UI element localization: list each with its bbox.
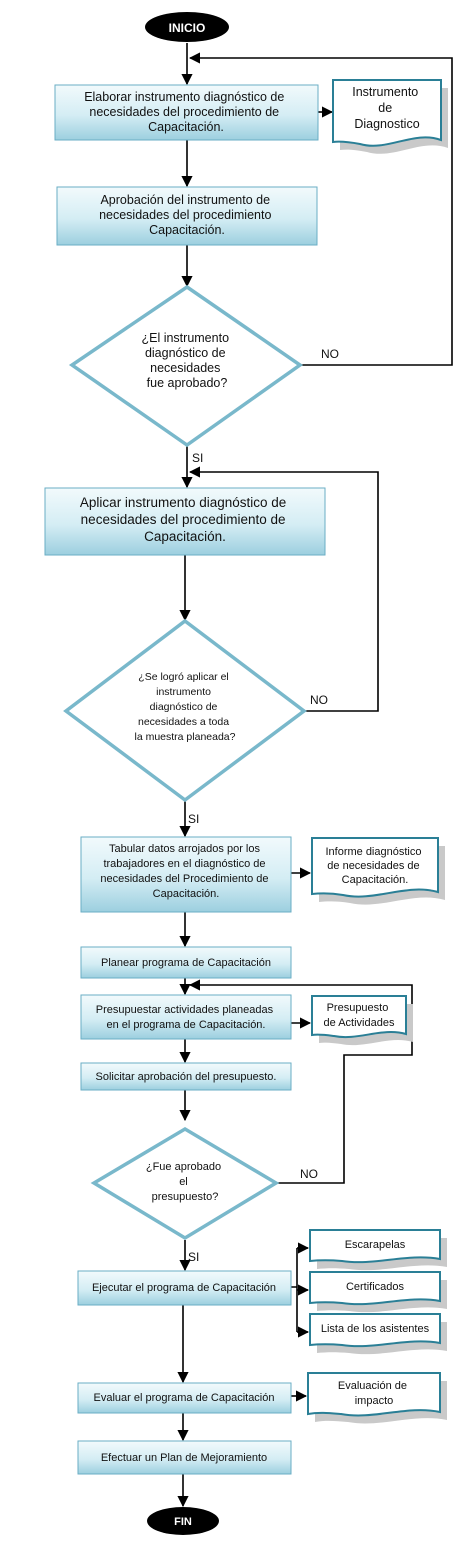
bracket-p8-outputs — [291, 1248, 298, 1332]
process-box: Aplicar instrumento diagnóstico de neces… — [44, 487, 326, 556]
arrow-d2-no-loop — [188, 466, 379, 712]
document-shape: Instrumento de Diagnostico — [332, 79, 448, 154]
process-text: Solicitar aprobación del presupuesto. — [95, 1071, 276, 1083]
end-label: FIN — [174, 1516, 192, 1528]
process-box: Elaborar instrumento diagnóstico de nece… — [54, 84, 319, 141]
start-terminal: INICIO — [145, 12, 229, 42]
process-box: Ejecutar el programa de Capacitación — [77, 1270, 292, 1306]
document-shape: Lista de los asistentes — [309, 1313, 447, 1355]
branch-label-no: NO — [321, 347, 339, 361]
connectors — [177, 43, 453, 1508]
document-shape: Escarapelas — [309, 1229, 447, 1271]
decision-text: ¿Se logró aplicar el instrumento diagnós… — [135, 671, 236, 743]
document-shape: Evaluación de impacto — [307, 1372, 447, 1424]
process-text: Tabular datos arrojados por los trabajad… — [100, 843, 271, 900]
document-text: Certificados — [346, 1281, 405, 1293]
document-text: Informe diagnóstico de necesidades de Ca… — [325, 846, 424, 886]
process-box: Aprobación del instrumento de necesidade… — [56, 186, 318, 246]
document-shape: Informe diagnóstico de necesidades de Ca… — [311, 837, 445, 905]
branch-label-yes: SI — [188, 812, 199, 826]
process-box: Planear programa de Capacitación — [80, 946, 292, 979]
process-text: Planear programa de Capacitación — [101, 957, 271, 969]
process-box: Presupuestar actividades planeadas en el… — [80, 994, 292, 1040]
branch-labels: NO SI NO SI NO SI — [188, 347, 339, 1264]
document-text: Evaluación de impacto — [338, 1380, 410, 1407]
arrow-d1-no-loop — [188, 52, 453, 366]
process-text: Aplicar instrumento diagnóstico de neces… — [80, 495, 290, 544]
process-text: Aprobación del instrumento de necesidade… — [99, 193, 275, 237]
process-box: Solicitar aprobación del presupuesto. — [80, 1062, 292, 1091]
decision-text: ¿El instrumento diagnóstico de necesidad… — [141, 331, 232, 390]
process-text: Ejecutar el programa de Capacitación — [92, 1282, 276, 1294]
start-label: INICIO — [169, 21, 206, 35]
document-shape: Presupuesto de Actividades — [311, 995, 413, 1046]
document-text: Presupuesto de Actividades — [324, 1002, 395, 1029]
document-shapes: Instrumento de Diagnostico Informe diagn… — [307, 79, 448, 1424]
decision-diamond: ¿El instrumento diagnóstico de necesidad… — [68, 284, 304, 448]
arrow-d3-no-loop — [188, 979, 413, 1184]
document-text: Lista de los asistentes — [321, 1323, 430, 1335]
document-text: Instrumento de Diagnostico — [352, 85, 422, 131]
process-text: Presupuestar actividades planeadas en el… — [96, 1004, 276, 1031]
branch-label-yes: SI — [192, 451, 203, 465]
document-text: Escarapelas — [345, 1239, 406, 1251]
process-box: Efectuar un Plan de Mejoramiento — [77, 1440, 292, 1475]
branch-label-no: NO — [300, 1167, 318, 1181]
process-box: Evaluar el programa de Capacitación — [77, 1382, 292, 1414]
process-text: Evaluar el programa de Capacitación — [94, 1392, 275, 1404]
process-text: Elaborar instrumento diagnóstico de nece… — [84, 90, 288, 134]
process-text: Efectuar un Plan de Mejoramiento — [101, 1452, 267, 1464]
decision-diamonds: ¿El instrumento diagnóstico de necesidad… — [63, 284, 307, 1241]
process-boxes: Elaborar instrumento diagnóstico de nece… — [44, 84, 326, 1475]
end-terminal: FIN — [147, 1507, 219, 1535]
branch-label-yes: SI — [188, 1250, 199, 1264]
process-box: Tabular datos arrojados por los trabajad… — [80, 836, 292, 913]
decision-diamond: ¿Se logró aplicar el instrumento diagnós… — [63, 618, 307, 803]
document-shape: Certificados — [309, 1271, 447, 1313]
decision-diamond: ¿Fue aprobado el presupuesto? — [90, 1126, 280, 1241]
decision-text: ¿Fue aprobado el presupuesto? — [146, 1161, 224, 1203]
branch-label-no: NO — [310, 693, 328, 707]
